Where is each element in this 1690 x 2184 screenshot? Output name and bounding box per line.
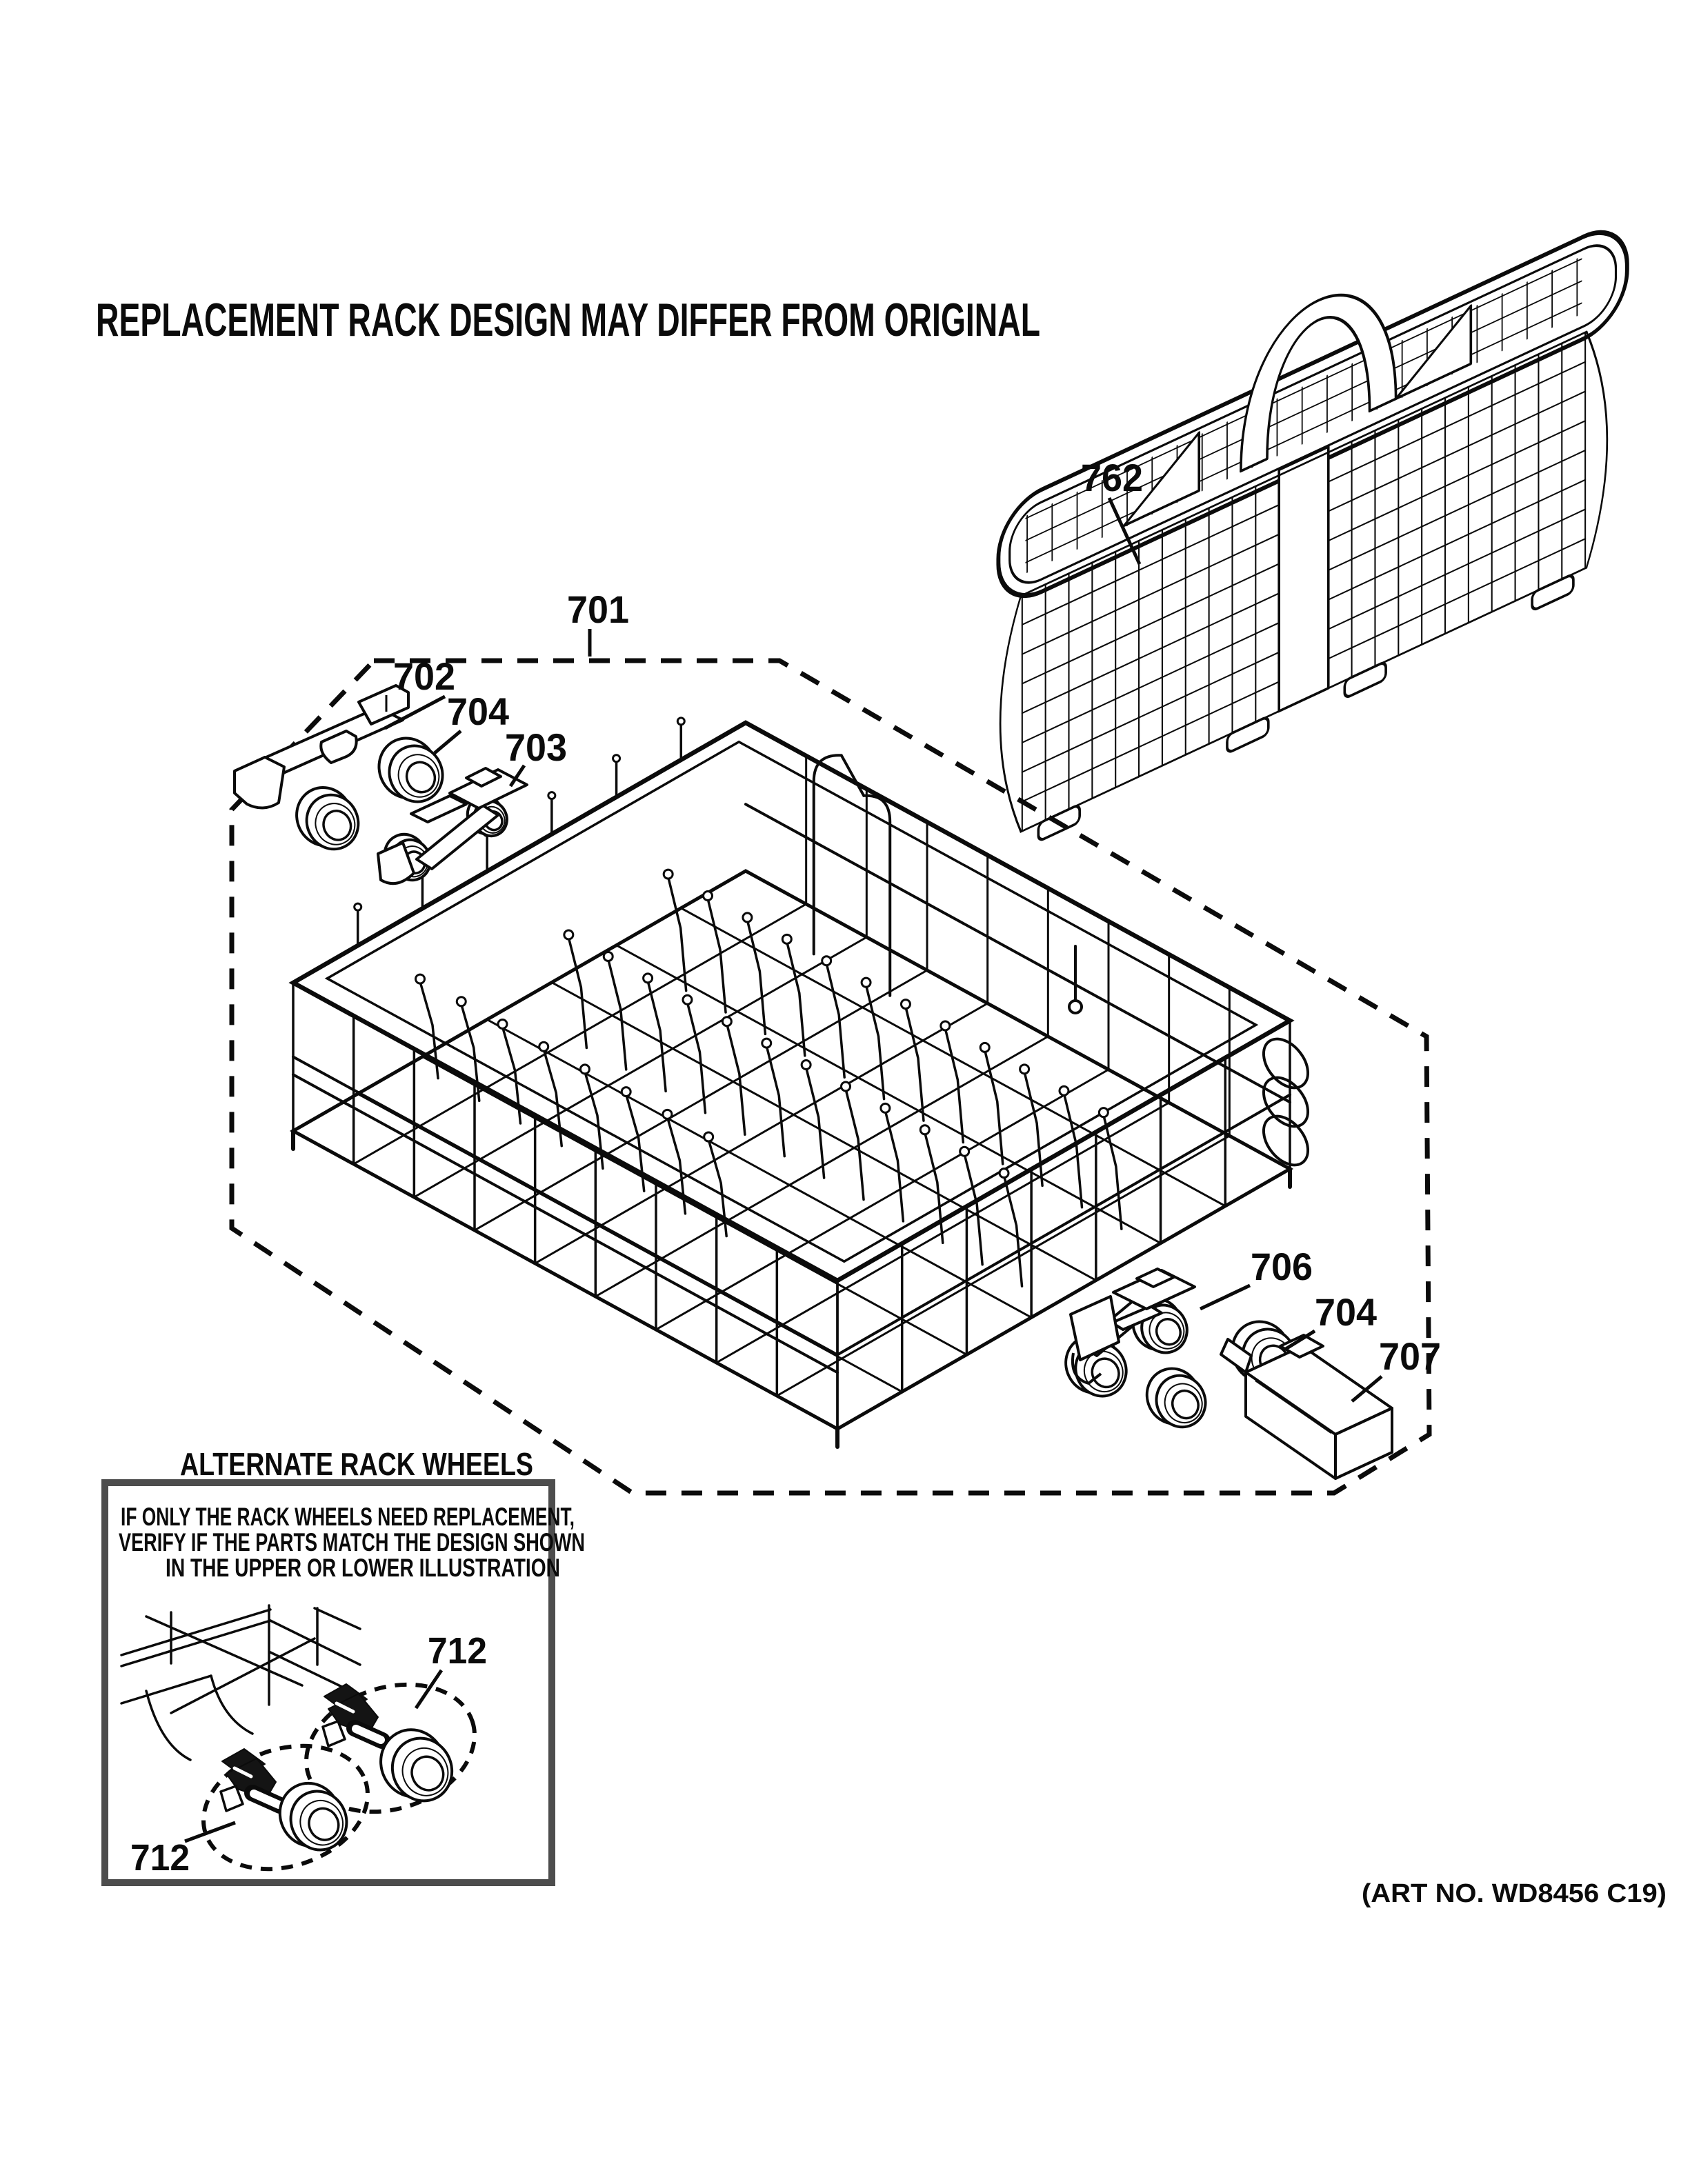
- basket-divider-panel-left: [1122, 431, 1201, 528]
- basket-foot: [1531, 574, 1575, 611]
- alt-wheel-latch-upper: [321, 1683, 390, 1749]
- callout-leader-762: [1107, 497, 1142, 565]
- callout-leader-702: [384, 694, 446, 730]
- alternate-box-line3: IN THE UPPER OR LOWER ILLUSTRATION: [166, 1554, 560, 1582]
- basket-end-left: [999, 594, 1022, 833]
- callout-707: 707: [1379, 1334, 1441, 1378]
- rack-assembly-dashed-boundary: [229, 658, 1432, 1496]
- callout-leader-706: [1199, 1283, 1251, 1311]
- basket-end-right: [1585, 330, 1609, 569]
- lower-rack-illustration: [288, 717, 1310, 1449]
- callout-706: 706: [1251, 1245, 1313, 1288]
- art-number: (ART NO. WD8456 C19): [1362, 1879, 1667, 1908]
- basket-foot: [1343, 661, 1387, 699]
- callout-704-rear: 704: [1315, 1290, 1377, 1334]
- part-704-wheel: [377, 737, 444, 803]
- alt-wheel-upper: [379, 1728, 454, 1803]
- part-703-roller-bracket: [377, 767, 528, 885]
- basket-foot: [1226, 717, 1270, 753]
- basket-divider-panel-right: [1394, 304, 1473, 401]
- callout-leader-712-lower: [184, 1821, 236, 1843]
- alt-wheel-lower: [278, 1781, 348, 1852]
- alternate-box-line2: VERIFY IF THE PARTS MATCH THE DESIGN SHO…: [119, 1528, 585, 1556]
- callout-701: 701: [567, 588, 629, 631]
- part-704-wheel: [295, 786, 360, 851]
- callout-leader-712-upper: [414, 1669, 444, 1710]
- part-702-rail-bracket: [233, 684, 410, 810]
- part-706-wheel-carrier: [1064, 1268, 1196, 1398]
- alternate-box-heading: ALTERNATE RACK WHEELS: [180, 1446, 533, 1482]
- alternate-minirack-sketch: [120, 1604, 361, 1761]
- callout-702: 702: [393, 654, 455, 698]
- callout-leader-704-rear: [1284, 1329, 1316, 1351]
- alt-wheel-group-upper-dashed-ellipse: [304, 1682, 477, 1814]
- basket-center-console: [1278, 445, 1330, 713]
- silverware-basket-illustration: [996, 230, 1629, 841]
- alt-wheel-latch-lower: [219, 1748, 288, 1814]
- callout-leader-704-front: [433, 730, 462, 754]
- callout-704-front: 704: [447, 690, 509, 733]
- callout-703: 703: [505, 725, 567, 769]
- alternate-box-content: 712 712: [120, 1604, 487, 1879]
- callout-leader-703: [508, 764, 526, 788]
- part-707-end-cap: [1220, 1334, 1393, 1480]
- callout-712-upper: 712: [428, 1630, 487, 1672]
- callout-leader-707: [1351, 1375, 1383, 1403]
- part-704-wheel: [1145, 1367, 1207, 1429]
- page-title: REPLACEMENT RACK DESIGN MAY DIFFER FROM …: [96, 294, 1040, 346]
- alternate-box-line1: IF ONLY THE RACK WHEELS NEED REPLACEMENT…: [121, 1503, 575, 1531]
- callout-762: 762: [1081, 456, 1143, 499]
- basket-handle: [1240, 293, 1398, 473]
- callout-712-lower: 712: [130, 1837, 190, 1879]
